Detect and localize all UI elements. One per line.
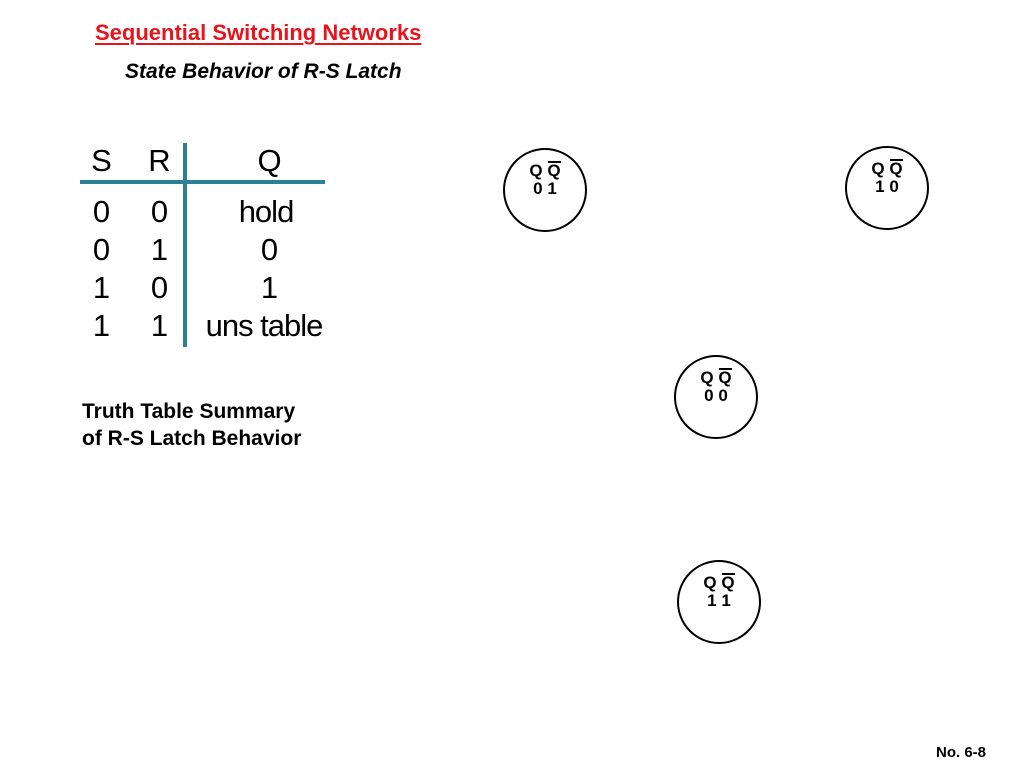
header-r: R [148,143,170,178]
table-cell: 0 [92,194,110,229]
state-qbar-label: Q [889,159,903,178]
header-s: S [91,143,112,178]
state-node-10: Q Q 1 0 [845,146,929,230]
table-cell: 0 [150,270,168,305]
state-values: 0 0 [704,386,728,405]
slide-title: Sequential Switching Networks [95,20,422,45]
state-qbar-label: Q [721,573,735,592]
table-cell: 0 [92,232,110,267]
table-cell: hold [238,194,295,229]
table-column-rule [183,143,187,347]
state-q-label: Q [700,368,714,387]
page-number: No. 6-8 [935,744,986,761]
table-caption: Truth Table Summary of R-S Latch Behavio… [82,398,301,452]
table-cell: 1 [150,308,168,343]
state-qbar-label: Q [718,368,732,387]
state-node-11: Q Q 1 1 [677,560,761,644]
header-q: Q [257,143,281,178]
state-values: 0 1 [533,179,557,198]
table-cell: 1 [260,270,278,305]
state-qbar-label: Q [547,161,561,180]
state-q-label: Q [703,573,717,592]
slide-subtitle: State Behavior of R-S Latch [125,60,402,83]
caption-line-2: of R-S Latch Behavior [82,427,302,450]
caption-line-1: Truth Table Summary [82,400,296,423]
table-cell: uns table [205,308,324,343]
state-node-01: Q Q 0 1 [503,148,587,232]
table-header-rule [80,180,325,184]
state-q-label: Q [871,159,885,178]
table-cell: 0 [260,232,278,267]
state-q-label: Q [529,161,543,180]
state-values: 1 1 [707,591,731,610]
table-cell: 1 [92,308,110,343]
table-cell: 1 [150,232,168,267]
table-cell: 0 [150,194,168,229]
state-node-00: Q Q 0 0 [674,355,758,439]
state-values: 1 0 [875,177,899,196]
table-cell: 1 [92,270,110,305]
